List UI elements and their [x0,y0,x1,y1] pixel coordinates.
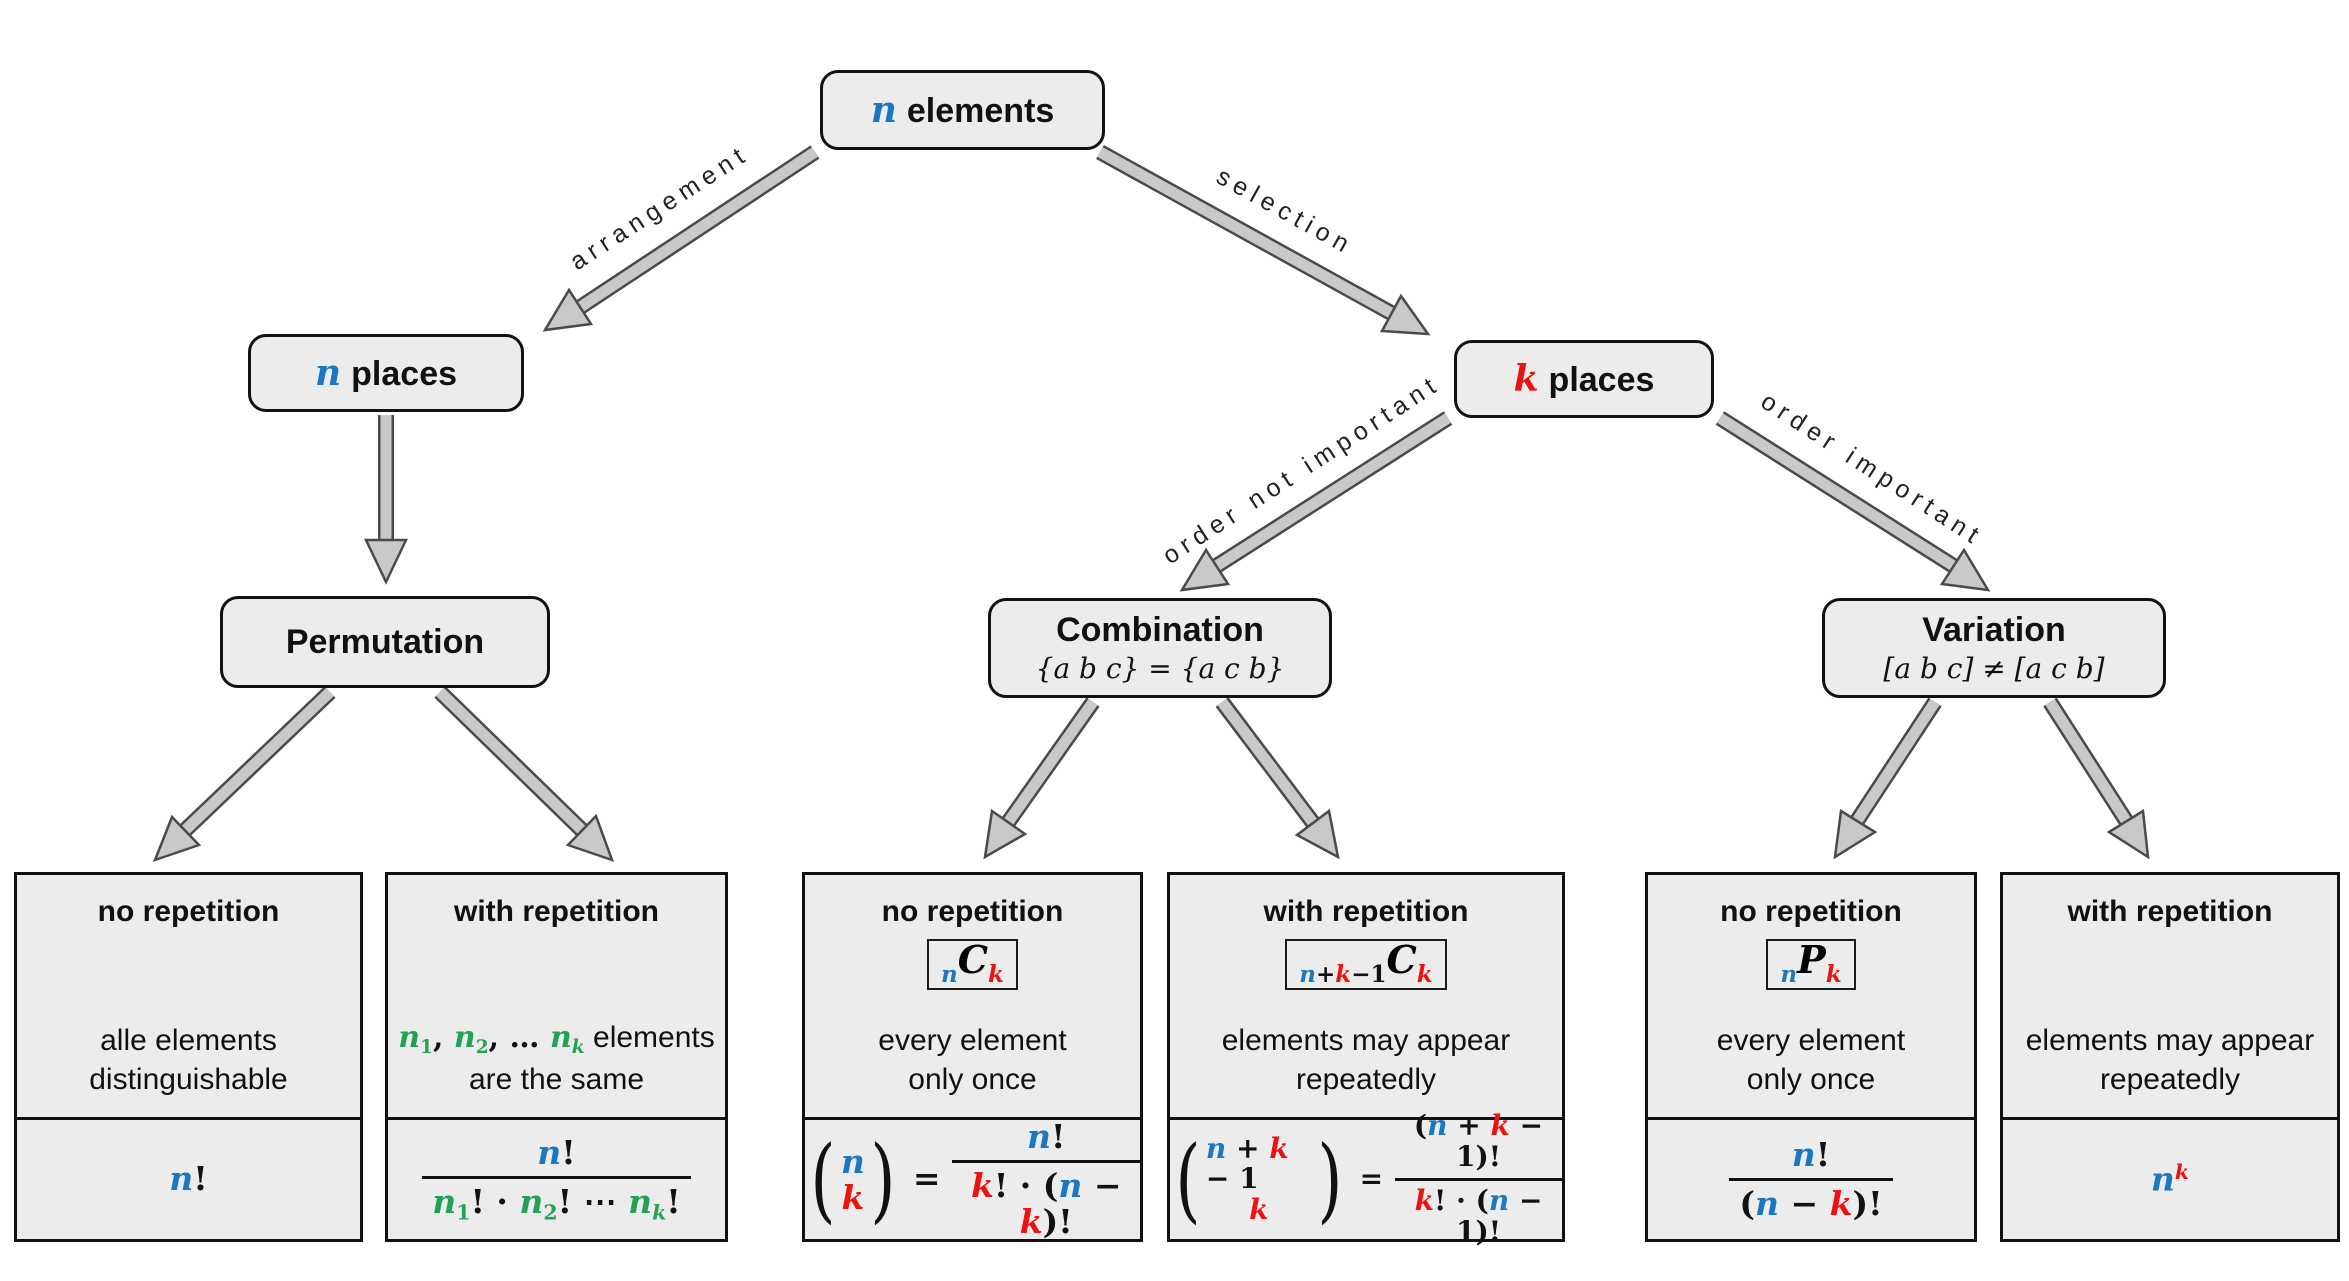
formula-fraction: (n + k − 1)! k! · (n − 1)! [1395,1111,1562,1247]
card-body-line: are the same [468,1063,645,1096]
formula-fraction: n! (n − k)! [1729,1136,1893,1223]
arrow-combination-to-with-repetition [1215,697,1340,860]
arrow-permutation-to-no-repetition [152,686,336,863]
card-combination-with-repetition: with repetition n+k−1Ck elements may app… [1167,872,1565,1247]
card-header: no repetition [97,895,280,928]
right-paren: ) [1317,1125,1343,1233]
card-body-line: distinguishable [89,1063,288,1096]
card-header: with repetition [2067,895,2273,928]
node-label: places [351,355,458,393]
card-permutation-no-repetition: no repetition alle elements distinguisha… [14,872,363,1242]
card-body-line: elements may appear [1221,1024,1511,1057]
node-label: places [1548,361,1655,399]
card-body-line: repeatedly [1295,1063,1437,1096]
equals-sign: = [1359,1162,1384,1196]
card-formula: n! n1! · n2! ⋯ nk! [388,1117,725,1239]
arrow-k-places-to-combination [1179,411,1453,592]
arrow-k-places-to-variation [1715,411,1991,592]
card-formula: n! (n − k)! [1648,1117,1974,1239]
math-var-n: n [314,352,342,394]
card-body-line: repeatedly [2099,1063,2241,1096]
arrow-variation-to-no-repetition [1833,697,1942,860]
math-var-k: k [1513,358,1539,400]
math-var-n: n [870,89,897,131]
arrow-permutation-to-with-repetition [434,686,615,863]
formula-n-power-k: nk [2150,1159,2190,1199]
equals-sign: = [912,1159,941,1199]
left-paren: ( [810,1125,836,1233]
right-paren: ) [870,1125,896,1233]
card-formula: nk [2003,1117,2337,1239]
arrow-root-to-n-places [542,145,820,332]
card-header: no repetition [881,895,1064,928]
card-body-line: only once [908,1063,1037,1096]
card-header: with repetition [454,895,659,928]
card-body-line: every element [878,1024,1067,1057]
formula-fraction: n! k! · (n − k)! [952,1118,1140,1241]
node-variation: Variation [a b c] ≠ [a c b] [1822,598,2166,698]
card-formula: n! [17,1117,360,1239]
node-permutation: Permutation [220,596,550,688]
card-formula: ( n + k − 1 k ) = (n + k − 1)! k! · (n −… [1170,1111,1562,1247]
variation-example: [a b c] ≠ [a c b] [1883,652,2105,685]
card-header: with repetition [1263,895,1469,928]
formula-n-factorial: n! [169,1159,208,1199]
formula-badge-nCk: nCk [927,939,1018,990]
card-body-line: only once [1746,1063,1876,1096]
arrow-combination-to-no-repetition [983,697,1100,860]
node-combination: Combination {a b c} = {a c b} [988,598,1332,698]
formula-badge-n+k-1Ck: n+k−1Ck [1285,939,1447,990]
node-title: Variation [1922,611,2066,649]
node-title: Combination [1056,611,1264,649]
binomial-coefficient: ( n + k − 1 k ) [1175,1125,1343,1233]
combination-example: {a b c} = {a c b} [1035,652,1285,685]
left-paren: ( [1175,1125,1201,1233]
card-permutation-with-repetition: with repetition n1, n2, … nk elements ar… [385,872,728,1242]
card-body-line: n1, n2, … nk elements [398,1019,715,1058]
card-body-line: every element [1716,1024,1906,1057]
card-variation-with-repetition: with repetition elements may appear repe… [2000,872,2340,1242]
node-title: Permutation [285,622,485,661]
formula-fraction: n! n1! · n2! ⋯ nk! [422,1134,691,1224]
card-body-line: elements may appear [2025,1024,2315,1057]
card-formula: ( n k ) = n! k! · (n − k)! [805,1117,1140,1241]
formula-badge-nPk: nPk [1766,939,1856,990]
card-body-line: alle elements [100,1024,277,1057]
binomial-coefficient: ( n k ) [810,1125,896,1233]
card-variation-no-repetition: no repetition nPk every element only onc… [1645,872,1977,1242]
card-header: no repetition [1720,895,1902,928]
node-label: elements [906,92,1055,130]
arrow-n-places-to-permutation [364,415,408,585]
arrow-variation-to-with-repetition [2043,697,2150,860]
card-combination-no-repetition: no repetition nCk every element only onc… [802,872,1143,1242]
arrow-root-to-k-places [1096,144,1431,336]
